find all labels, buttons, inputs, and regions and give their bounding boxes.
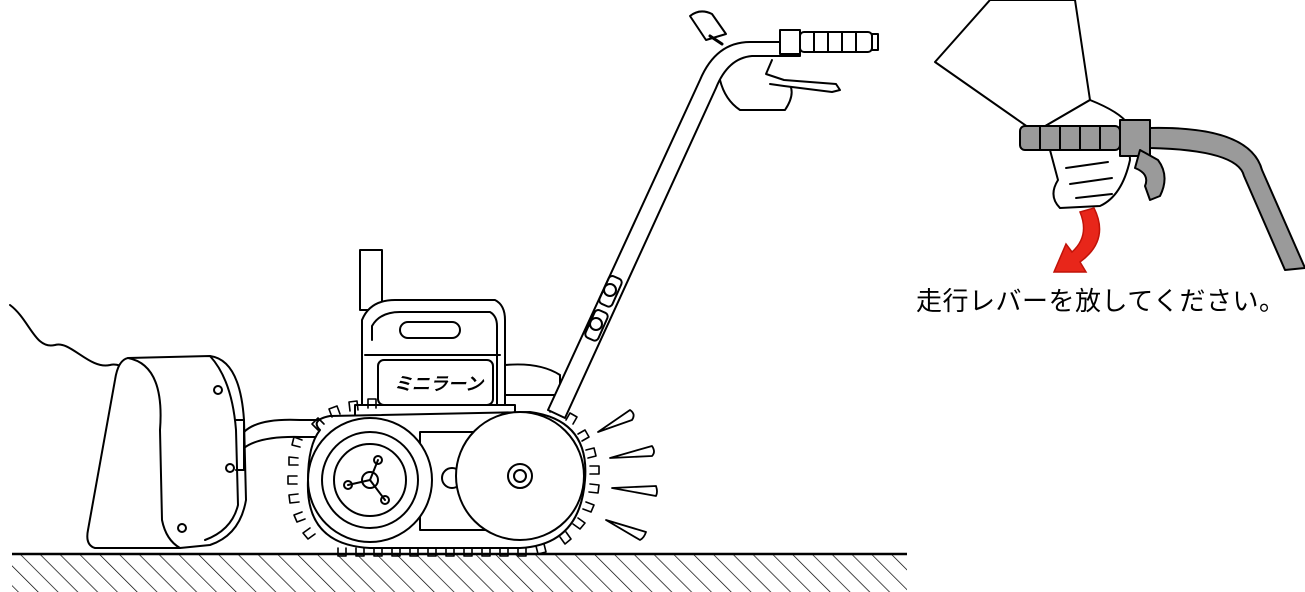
tiller-machine-illustration: ミニラーン [9,10,879,557]
machine-logo: ミニラーン [394,374,485,395]
engine-body: ミニラーン [354,249,561,418]
inset-grip [1019,125,1121,151]
rear-wheel [455,411,585,541]
release-direction-arrow-icon [1052,207,1101,273]
front-cover [86,355,247,549]
front-wheel [307,417,433,543]
ground [12,552,907,592]
motion-lines [597,409,658,541]
handle-bar [547,10,879,419]
chassis-arm [243,418,441,449]
instruction-caption: 走行レバーを放してください。 [916,287,1286,317]
soil-heap [9,304,141,372]
ground-hatching [12,554,907,592]
glove-sleeve [934,0,1091,133]
travel-lever [765,59,841,93]
handle-grip [799,31,873,53]
track-lugs [287,398,600,557]
inset-hand-illustration [934,0,1305,271]
inset-travel-lever [1134,149,1166,201]
handle-pipe [1149,126,1305,271]
